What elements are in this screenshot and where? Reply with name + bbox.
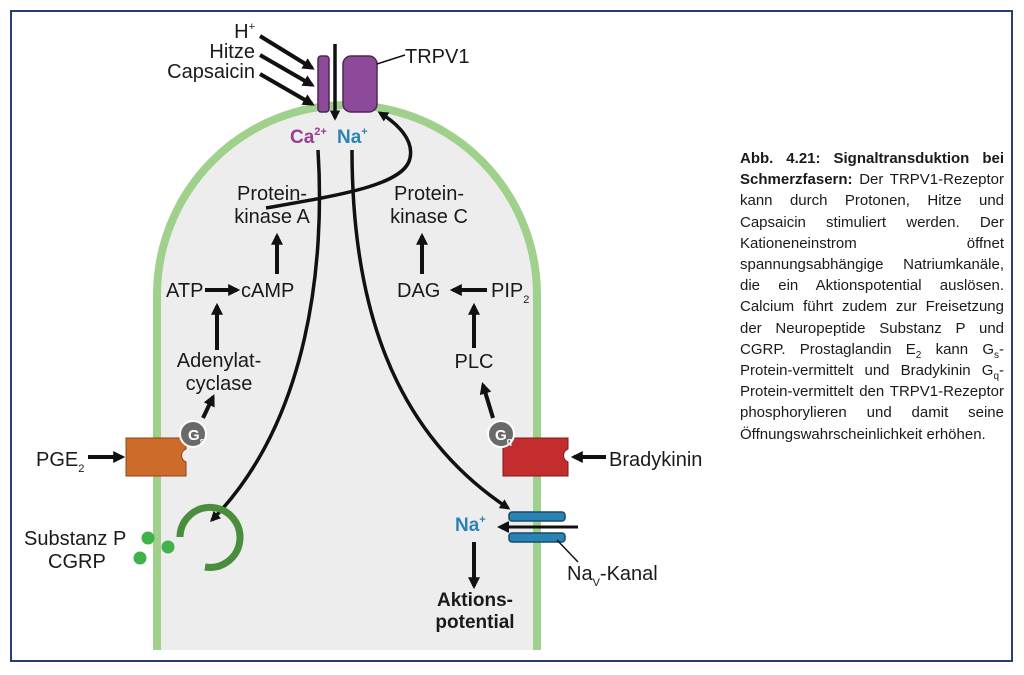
secretory-vesicle — [176, 503, 244, 571]
calcium-ion-label: Ca2+ — [290, 126, 327, 148]
caption-title: Abb. 4.21: Signaltransduktion bei Schmer… — [740, 150, 1004, 189]
gq-protein-label: Gq — [495, 427, 512, 446]
neuropeptide-dot — [161, 540, 175, 554]
sodium-to-nav-arrow — [350, 149, 511, 510]
sodium-ion-label: Na+ — [337, 126, 368, 148]
nav-channel-lower — [508, 532, 566, 543]
nav-sodium-ion-label: Na+ — [455, 514, 486, 536]
phosphorylation-arrow — [265, 111, 413, 210]
cgrp-label: CGRP — [48, 551, 106, 573]
gq-protein — [487, 420, 515, 448]
bradykinin-receptor — [502, 437, 569, 477]
trpv1-pore-left — [317, 55, 330, 113]
proton-arrow — [258, 34, 315, 70]
adenylate-cyclase-label: Adenylat-cyclase — [177, 350, 262, 395]
substance-p-label: Substanz P — [24, 528, 126, 550]
pip2-label: PIP2 — [491, 280, 529, 306]
nav-channel-label: NaV-Kanal — [567, 563, 658, 589]
trpv1-receptor — [342, 55, 378, 113]
capsaicin-arrow — [259, 72, 315, 106]
nav-channel-upper — [508, 511, 566, 522]
gs-protein — [179, 420, 207, 448]
proton-label: H+ — [234, 21, 255, 43]
dag-label: DAG — [397, 280, 440, 302]
neuropeptide-dot — [141, 531, 155, 545]
plc-label: PLC — [455, 351, 494, 373]
atp-label: ATP — [166, 280, 203, 302]
camp-label: cAMP — [241, 280, 294, 302]
gq-to-plc-arrow — [479, 381, 495, 419]
heat-label: Hitze — [209, 41, 255, 63]
bradykinin-label: Bradykinin — [609, 449, 702, 471]
figure-caption: Abb. 4.21: Signaltransduktion bei Schmer… — [740, 150, 1005, 443]
pge2-receptor — [125, 437, 187, 477]
nav-leader-line — [556, 539, 579, 563]
heat-arrow — [259, 53, 315, 87]
trpv1-label: TRPV1 — [405, 46, 469, 68]
gs-protein-label: Gs — [188, 427, 205, 446]
protein-kinase-c-label: Protein-kinase C — [390, 183, 468, 228]
neuropeptide-dot — [133, 551, 147, 565]
pge2-label: PGE2 — [36, 449, 84, 475]
action-potential-label: Aktions-potential — [435, 590, 514, 633]
protein-kinase-a-label: Protein-kinase A — [234, 183, 310, 228]
capsaicin-label: Capsaicin — [167, 61, 255, 83]
trpv1-leader-line — [376, 54, 406, 65]
gs-to-adenylate-arrow — [201, 394, 215, 419]
